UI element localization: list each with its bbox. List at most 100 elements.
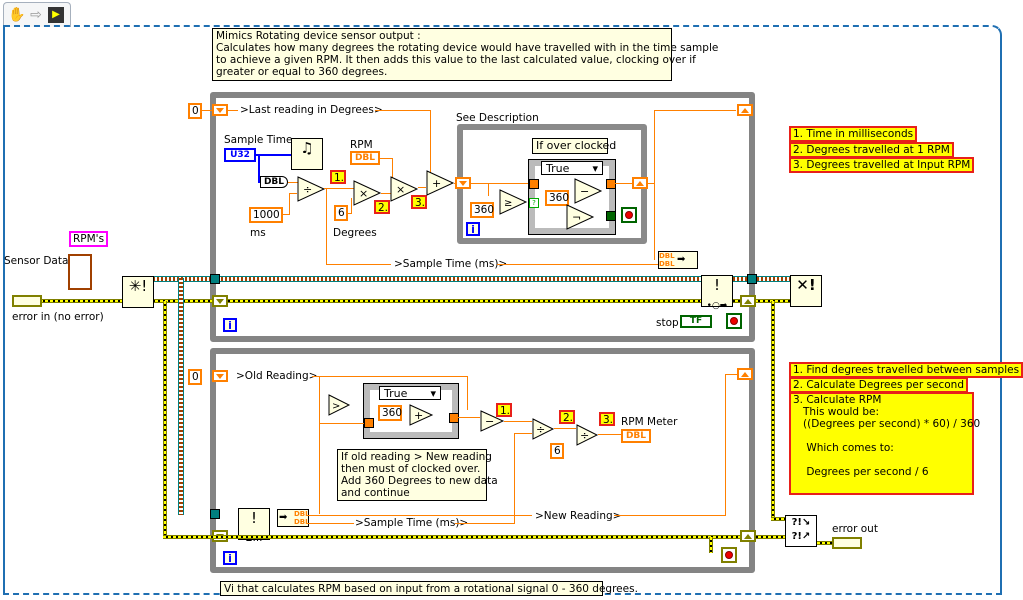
bundle-type: DBL [659, 260, 675, 268]
wire [228, 110, 238, 111]
close-subvi[interactable]: ✕! [790, 275, 822, 307]
cluster-tunnel [210, 509, 220, 519]
error-wire [709, 537, 713, 553]
error-shift-register-right [740, 530, 756, 542]
error-out-indicator [832, 537, 862, 549]
last-reading-label: >Last reading in Degrees> [240, 104, 383, 116]
wire [288, 182, 298, 183]
old-reading-label: >Old Reading> [236, 370, 318, 382]
sensor-data-control[interactable] [68, 254, 92, 290]
const-360[interactable]: 360 [470, 202, 494, 218]
wire [256, 154, 291, 156]
wire [326, 188, 327, 264]
init-constant-degrees[interactable]: 0 [188, 103, 202, 119]
add-function: + [409, 404, 434, 426]
rpm-label: RPM [350, 139, 373, 151]
degrees-constant[interactable]: 6 [334, 205, 348, 221]
error-shift-register-right [740, 295, 756, 307]
case-selector[interactable]: True ▾ [379, 386, 441, 400]
stop-label: stop [656, 317, 679, 329]
cluster-tunnel [210, 274, 220, 284]
svg-text:+: + [432, 177, 441, 190]
cluster-wire [153, 276, 793, 282]
ms-label: ms [250, 227, 266, 239]
not-function: ¬ [566, 204, 595, 230]
hand-pan-icon[interactable]: ✋ [8, 7, 26, 23]
bundle-type: DBL [659, 252, 675, 260]
description-comment: Mimics Rotating device sensor output : C… [212, 28, 718, 81]
wire [202, 110, 214, 111]
arrow-right-icon[interactable]: ⇨ [30, 7, 42, 23]
svg-text:+: + [414, 409, 423, 422]
svg-text:×: × [396, 183, 405, 196]
case-tunnel [606, 211, 616, 221]
degrees-label: Degrees [333, 227, 377, 239]
svg-text:−: − [485, 415, 494, 428]
top-while-loop [210, 92, 755, 342]
wire [348, 213, 351, 214]
vi-icon[interactable]: ▶ [48, 7, 64, 23]
shift-register-right [737, 104, 753, 116]
const-6[interactable]: 6 [550, 443, 564, 459]
wire [488, 183, 489, 196]
const-360[interactable]: 360 [545, 190, 569, 206]
stop-terminal [726, 313, 742, 329]
ms-constant[interactable]: 1000 [249, 207, 283, 223]
vi-description-comment: Vi that calculates RPM based on input fr… [220, 581, 638, 596]
sample-time-label: Sample Time [224, 134, 293, 146]
wire [375, 110, 430, 111]
read-sensor-subvi[interactable]: !⧗… [238, 508, 270, 544]
divide-function: ÷ [532, 418, 555, 440]
stop-on-error-terminal [721, 547, 737, 563]
wire [309, 523, 354, 524]
wire [554, 428, 576, 429]
cluster-tunnel [747, 274, 757, 284]
error-wire [771, 301, 775, 519]
wire [497, 264, 658, 265]
wire [319, 376, 320, 514]
case-tunnel [364, 418, 374, 428]
svg-text:≥: ≥ [504, 198, 512, 209]
svg-text:>: > [332, 401, 340, 412]
svg-text:÷: ÷ [580, 429, 589, 442]
init-constant-old-reading[interactable]: 0 [188, 369, 202, 385]
case-selector-value: True [384, 387, 408, 400]
wire [455, 523, 515, 524]
wire [418, 187, 426, 188]
rpm-meter-label: RPM Meter [621, 416, 678, 428]
chevron-down-icon: ▾ [592, 162, 598, 175]
sample-time-label: >Sample Time (ms)> [355, 517, 469, 529]
inner-shift-register-left [455, 177, 471, 189]
write-sensor-subvi[interactable]: !•○➡ [701, 275, 733, 311]
case-tunnel [449, 413, 459, 423]
case-selector-terminal: ? [529, 198, 539, 208]
merge-errors-function: ?!↘?!↗ [785, 515, 817, 547]
wire [289, 193, 297, 194]
error-wire [40, 299, 790, 303]
case-tunnel [606, 179, 616, 189]
to-double-convert: DBL [260, 176, 288, 188]
error-wire [771, 517, 786, 521]
rpms-control[interactable]: RPM's [69, 231, 109, 247]
iteration-terminal: i [223, 318, 237, 332]
rpm-control[interactable]: DBL [350, 151, 380, 165]
unbundle-node: ➡ DBL DBL [277, 509, 310, 527]
sample-time-control[interactable]: U32 [224, 148, 256, 162]
wire [514, 433, 532, 434]
arrow-right-icon: ➡ [279, 512, 288, 523]
open-sensor-subvi[interactable]: ✳! [122, 276, 154, 308]
stop-button-control[interactable]: TF [680, 315, 712, 328]
error-in-label: error in (no error) [12, 311, 104, 323]
wire [283, 214, 289, 215]
error-in-control[interactable] [12, 295, 42, 307]
inner-stop-terminal [621, 207, 637, 223]
wire [324, 188, 354, 189]
const-360[interactable]: 360 [378, 405, 402, 421]
wire [654, 110, 736, 111]
wire [300, 515, 532, 516]
wire [312, 376, 467, 377]
case-selector[interactable]: True ▾ [541, 161, 603, 175]
legend-item: 3. Calculate RPM This would be: ((Degree… [789, 392, 980, 495]
step-1-marker: 1. [496, 403, 512, 417]
svg-text:÷: ÷ [303, 183, 312, 196]
